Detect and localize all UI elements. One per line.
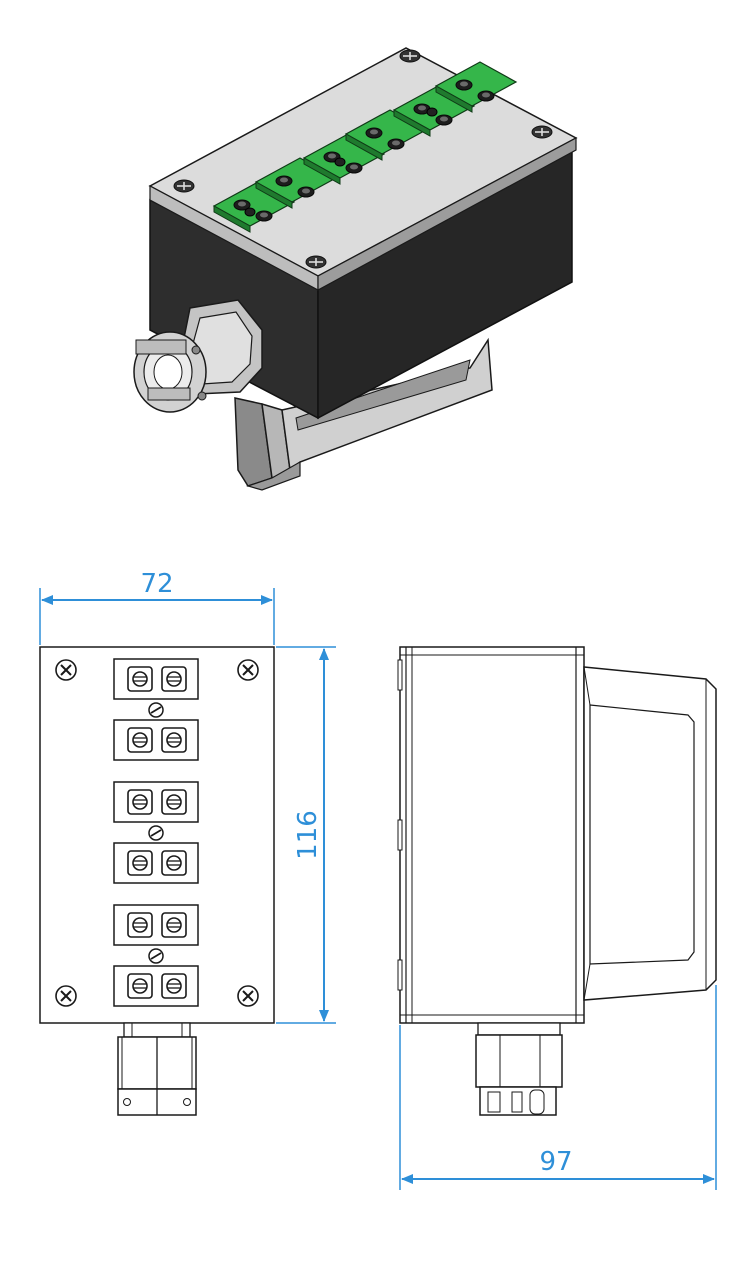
terminal-socket-icon [161, 727, 187, 753]
cross-screw-icon [173, 179, 195, 193]
connector [113, 719, 199, 761]
connector [434, 61, 518, 113]
slot-screw-icon [244, 207, 256, 217]
side-view-housing [399, 646, 585, 1024]
terminal-socket-icon [127, 666, 153, 692]
slot-screw-icon [148, 702, 164, 718]
connector [113, 904, 199, 946]
side-view-bracket [583, 666, 717, 1001]
terminal-socket-icon [127, 850, 153, 876]
width-dimension: 72 [39, 569, 275, 645]
depth-dimension: 97 [399, 985, 717, 1190]
lid-edge-side [317, 136, 577, 292]
cross-screw-icon [399, 49, 421, 63]
terminal-socket-icon [161, 666, 187, 692]
height-dimension: 116 [276, 646, 336, 1024]
slot-screw-icon [148, 948, 164, 964]
terminal-socket-icon [161, 789, 187, 815]
terminal-socket-icon [127, 789, 153, 815]
slot-screw-icon [148, 825, 164, 841]
cross-screw-icon [55, 985, 77, 1007]
terminal-socket-icon [127, 727, 153, 753]
front-view-cable-gland [117, 1022, 197, 1116]
connector [113, 842, 199, 884]
height-dimension-label: 116 [293, 810, 323, 860]
terminal-socket-icon [161, 850, 187, 876]
connector [113, 965, 199, 1007]
front-view: 72 116 [39, 569, 336, 1116]
mounting-bracket [234, 337, 493, 491]
cross-screw-icon [531, 125, 553, 139]
terminal-socket-icon [127, 912, 153, 938]
slot-screw-icon [426, 107, 438, 117]
depth-dimension-label: 97 [539, 1147, 572, 1177]
cross-screw-icon [237, 985, 259, 1007]
slot-screw-icon [334, 157, 346, 167]
terminal-socket-icon [127, 973, 153, 999]
connector [113, 781, 199, 823]
cross-screw-icon [55, 659, 77, 681]
terminal-socket-icon [161, 912, 187, 938]
cross-screw-icon [305, 255, 327, 269]
side-view-cable-gland [475, 1022, 563, 1116]
isometric-view [133, 47, 578, 491]
terminal-socket-icon [161, 973, 187, 999]
cross-screw-icon [237, 659, 259, 681]
width-dimension-label: 72 [140, 569, 173, 599]
connector [113, 658, 199, 700]
side-view: 97 [397, 646, 717, 1190]
cable-gland [133, 299, 263, 413]
